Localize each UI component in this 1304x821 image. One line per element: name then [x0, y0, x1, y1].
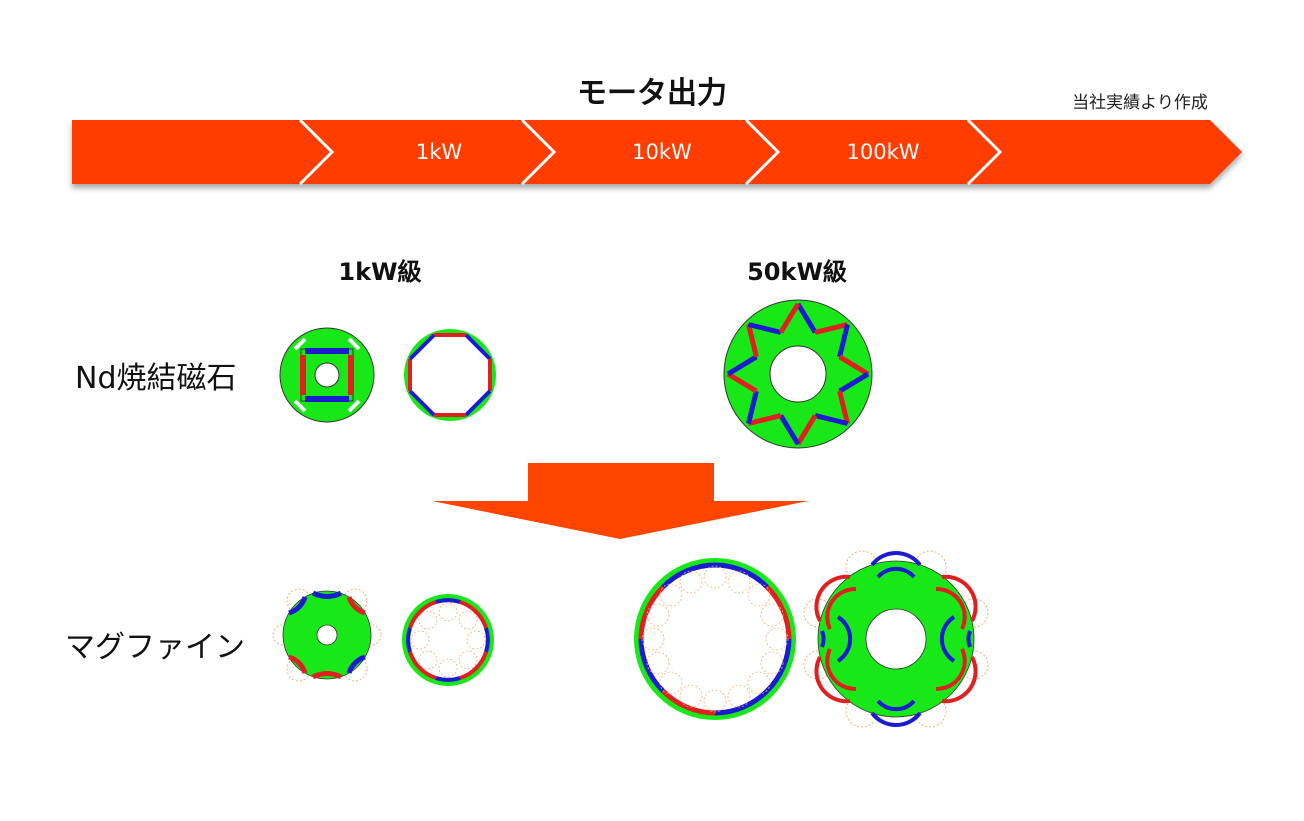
chevron-divider: [966, 118, 1003, 186]
stage-label-10kw: 10kW: [632, 140, 692, 164]
row-label-magfine: マグファイン: [65, 630, 245, 665]
segmented-ring-rotor-icon: [634, 558, 796, 720]
scale-segment-1: [300, 120, 554, 184]
ring-magnet-rotor-icon: [402, 594, 494, 686]
class-label-1kw: 1kW級: [338, 258, 422, 286]
chevron-divider: [520, 118, 557, 186]
arc-magnet-rotor-icon: [272, 588, 382, 682]
source-note: 当社実績より作成: [1072, 93, 1208, 113]
scale-segment-3: [746, 120, 1000, 184]
scale-segment-0: [72, 120, 332, 184]
down-arrow-icon: [432, 463, 808, 539]
octagon-magnet-stator-icon: [404, 329, 496, 421]
chevron-divider: [298, 118, 335, 186]
stage-label-100kw: 100kW: [846, 140, 920, 164]
class-label-50kw: 50kW級: [747, 258, 847, 286]
multi-arc-rotor-icon: [803, 550, 989, 728]
chevron-divider: [744, 118, 781, 186]
square-magnet-rotor-icon: [279, 327, 375, 423]
star-magnet-rotor-icon: [723, 299, 873, 449]
power-scale-bar: [72, 118, 1242, 186]
stage-label-1kw: 1kW: [415, 140, 463, 164]
scale-segment-4: [968, 120, 1242, 184]
chart-title: モータ出力: [577, 76, 727, 111]
row-label-sintered: Nd焼結磁石: [75, 361, 237, 396]
scale-segment-2: [522, 120, 778, 184]
